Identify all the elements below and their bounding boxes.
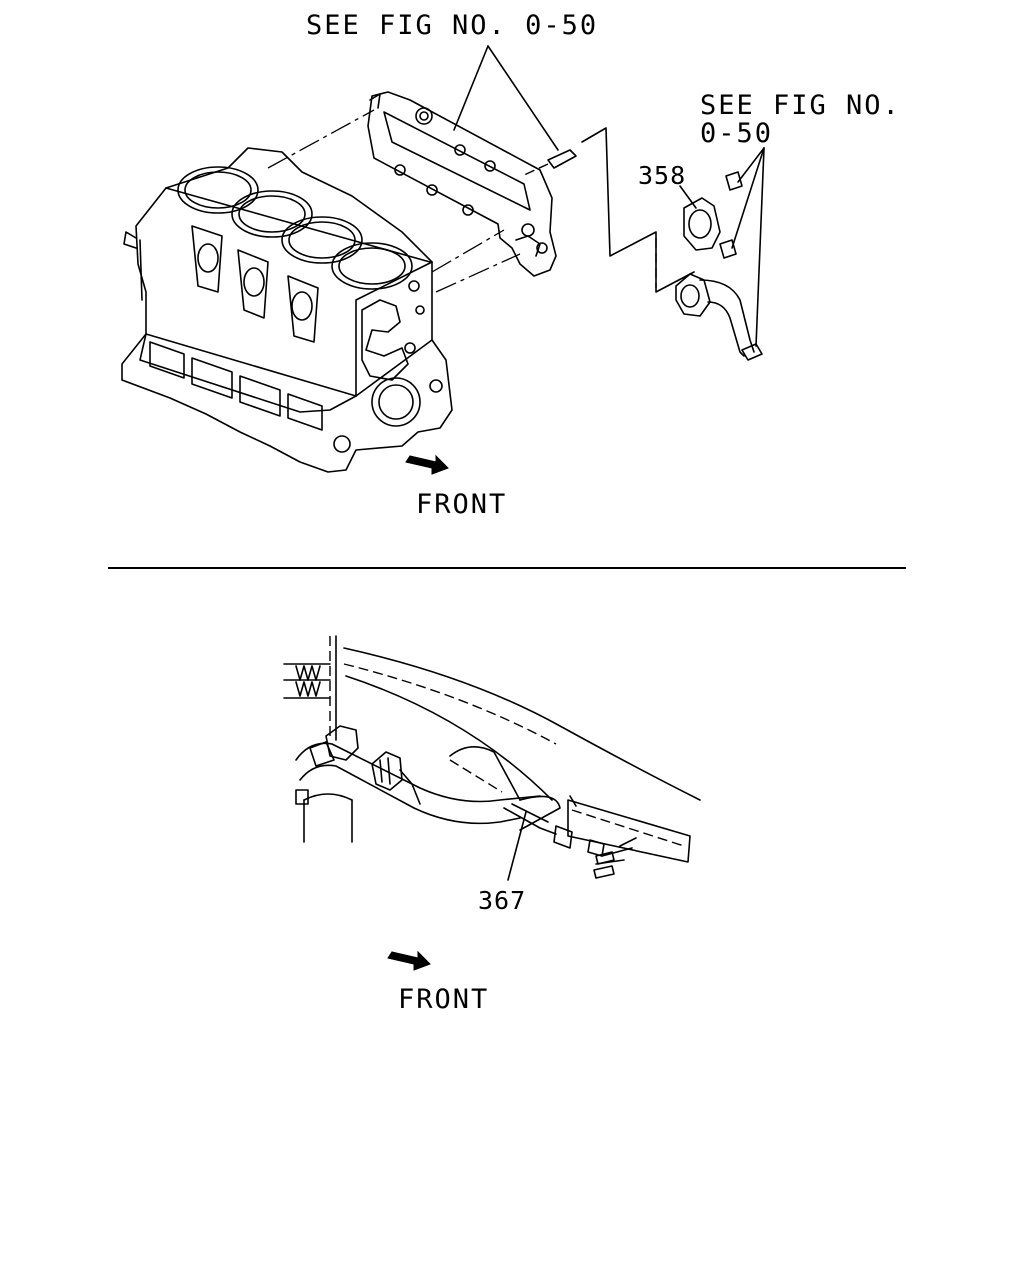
front-label-bottom: FRONT [398, 984, 489, 1015]
see-fig-right-label-line2: 0-50 [700, 118, 773, 149]
see-fig-top-label: SEE FIG NO. 0-50 [306, 10, 598, 41]
egr-pipe-assembly [675, 147, 765, 361]
wiring-harness-diagram [283, 635, 701, 881]
alignment-lines [267, 109, 695, 293]
part-callout-367: 367 [478, 886, 526, 915]
front-arrow-bottom-icon [387, 950, 431, 971]
cylinder-head-gasket [367, 91, 577, 277]
part-callout-358: 358 [638, 161, 686, 190]
see-fig-top-leaders [453, 45, 559, 151]
front-arrow-top-icon [405, 454, 449, 475]
engine-block-diagram [121, 147, 453, 473]
see-fig-right-label-line1: SEE FIG NO. [700, 90, 901, 121]
front-label-top: FRONT [416, 489, 507, 520]
